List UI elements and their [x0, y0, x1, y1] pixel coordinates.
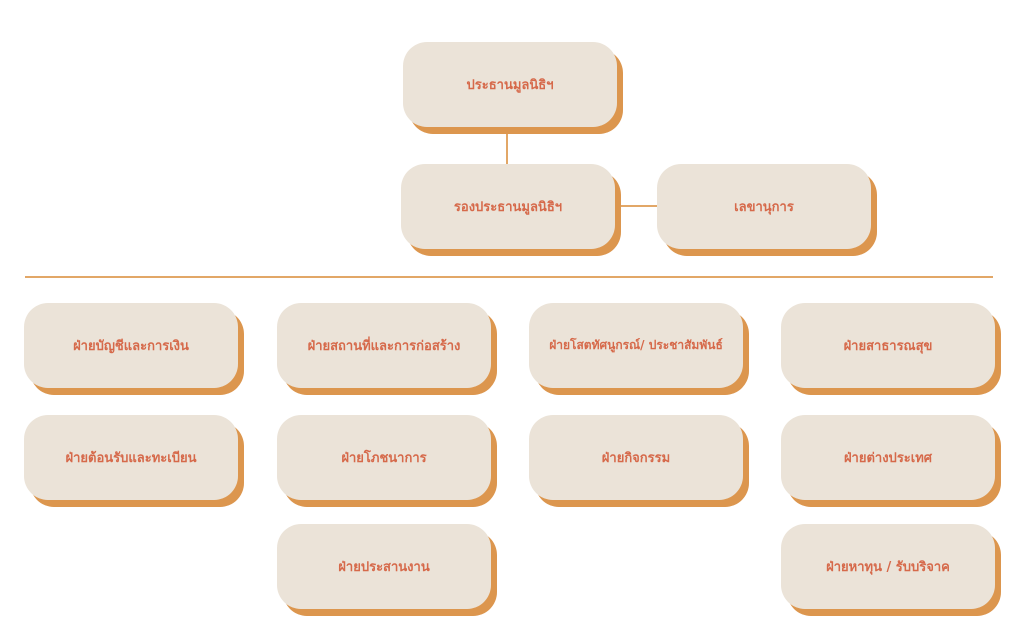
node-label: ฝ่ายบัญชีและการเงิน	[73, 339, 189, 354]
connector-president-vice	[506, 127, 508, 165]
connector-vice-secretary	[615, 205, 658, 207]
node-label: ฝ่ายต้อนรับและทะเบียน	[65, 451, 197, 466]
node-label: ฝ่ายต่างประเทศ	[843, 451, 933, 466]
node-department: ฝ่ายต้อนรับและทะเบียน	[24, 415, 238, 500]
node-president: ประธานมูลนิธิฯ	[403, 42, 617, 127]
node-department: ฝ่ายสาธารณสุข	[781, 303, 995, 388]
node-department: ฝ่ายหาทุน / รับบริจาค	[781, 524, 995, 609]
node-label: ฝ่ายประสานงาน	[338, 560, 430, 575]
node-department: ฝ่ายกิจกรรม	[529, 415, 743, 500]
node-department: ฝ่ายต่างประเทศ	[781, 415, 995, 500]
node-label: ฝ่ายกิจกรรม	[601, 451, 671, 466]
node-label: ฝ่ายสถานที่และการก่อสร้าง	[307, 339, 461, 354]
node-department: ฝ่ายบัญชีและการเงิน	[24, 303, 238, 388]
node-secretary: เลขานุการ	[657, 164, 871, 249]
node-label: ฝ่ายหาทุน / รับบริจาค	[826, 560, 950, 575]
node-department: ฝ่ายสถานที่และการก่อสร้าง	[277, 303, 491, 388]
node-label: ฝ่ายสาธารณสุข	[843, 339, 933, 354]
node-department: ฝ่ายประสานงาน	[277, 524, 491, 609]
node-label: ประธานมูลนิธิฯ	[466, 78, 554, 93]
node-label: ฝ่ายโสตทัศนูกรณ์/ ประชาสัมพันธ์	[549, 338, 723, 352]
node-label: ฝ่ายโภชนาการ	[341, 451, 427, 466]
divider-line	[25, 276, 993, 278]
node-label: เลขานุการ	[734, 200, 794, 215]
node-label: รองประธานมูลนิธิฯ	[453, 200, 563, 215]
node-vice-president: รองประธานมูลนิธิฯ	[401, 164, 615, 249]
node-department: ฝ่ายโภชนาการ	[277, 415, 491, 500]
node-department: ฝ่ายโสตทัศนูกรณ์/ ประชาสัมพันธ์	[529, 303, 743, 388]
